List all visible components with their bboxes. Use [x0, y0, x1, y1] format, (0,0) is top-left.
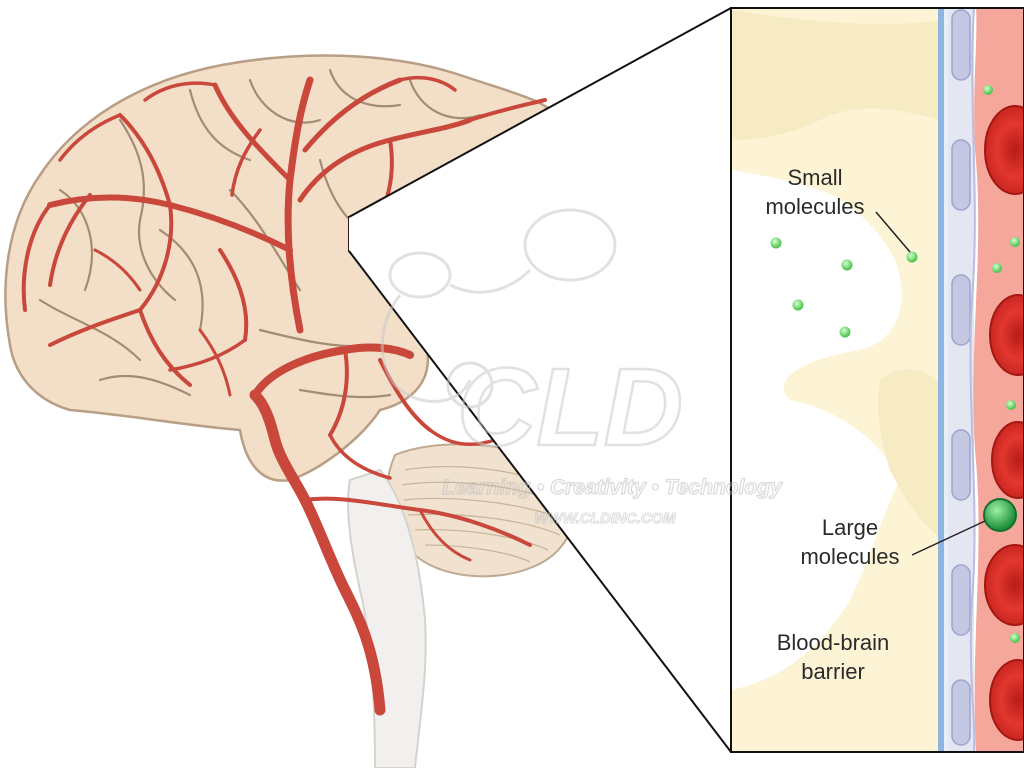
large-molecules-label-line1: Large	[821, 515, 879, 540]
large-molecules-label: Large molecules	[775, 513, 925, 571]
blood-brain-barrier-label-line1: Blood-brain	[776, 630, 890, 655]
large-molecule	[983, 498, 1017, 532]
svg-text:CLD: CLD	[457, 346, 683, 469]
small-molecules-label-line2: molecules	[765, 194, 865, 219]
svg-text:WWW.CLDINC.COM: WWW.CLDINC.COM	[534, 510, 676, 527]
large-molecules-label-line2: molecules	[800, 544, 900, 569]
small-molecules-label: Small molecules	[740, 163, 890, 221]
brain-tissue	[731, 8, 945, 752]
brain-illustration	[4, 54, 575, 768]
large-molecules-leader	[911, 520, 986, 556]
inset-frame	[730, 7, 1024, 753]
small-molecules-label-line1: Small	[787, 165, 843, 190]
artery	[21, 76, 547, 716]
brainstem	[347, 468, 427, 768]
small-molecules-leader	[875, 211, 911, 253]
small-molecule	[770, 237, 918, 338]
blood-brain-barrier-inset	[731, 8, 1024, 752]
red-blood-cell	[984, 105, 1024, 741]
watermark-logo: CLD Learning • Creativity • Technology W…	[380, 208, 784, 528]
endothelial-cell	[951, 9, 971, 746]
blood-brain-barrier-label-line2: barrier	[801, 659, 865, 684]
blood-brain-barrier-label: Blood-brain barrier	[748, 628, 918, 686]
zoom-connector	[348, 7, 732, 753]
svg-text:Learning • Creativity • Techno: Learning • Creativity • Technology	[442, 476, 783, 499]
small-molecule	[983, 85, 1020, 643]
